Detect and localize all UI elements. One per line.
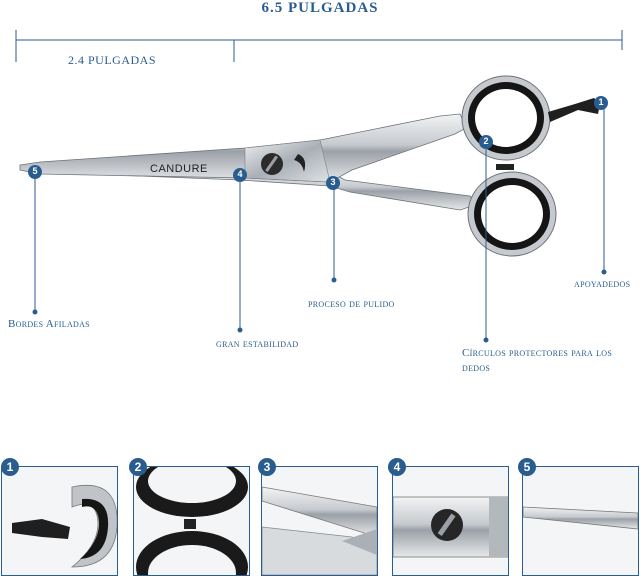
callout-leaders [34, 104, 605, 340]
thumbnail-finger-rings [133, 466, 250, 576]
thumbnail-3-badge: 3 [258, 458, 276, 476]
callout-1-label: apoyadedos [574, 278, 631, 290]
callout-4-badge [233, 168, 247, 182]
callout-5-number: 5 [32, 166, 38, 176]
thumbnail-finger-rest [1, 466, 118, 576]
callout-4-number: 4 [237, 169, 243, 179]
brand-logo [294, 154, 306, 172]
brand-engraving: CANDURE [150, 163, 208, 175]
callout-3-number: 3 [330, 177, 336, 187]
callout-4-label: gran estabilidad [216, 338, 299, 350]
callout-5-badge [28, 165, 42, 179]
callout-1-number: 1 [598, 97, 604, 107]
upper-blade: CANDURE [19, 113, 467, 183]
callout-1-badge [594, 96, 608, 110]
callout-3-label: proceso de pulido [308, 298, 395, 310]
thumbnail-1-number: 1 [6, 460, 14, 474]
partial-length-label: 2.4 PULGADAS [68, 53, 157, 67]
callout-5-label: Bordes Afiladas [8, 318, 90, 330]
callout-badges [28, 96, 608, 190]
thumbnail-3-number: 3 [263, 460, 271, 474]
callout-2-number: 2 [483, 136, 489, 146]
thumbnail-4-badge: 4 [388, 458, 406, 476]
lower-finger-ring [467, 171, 557, 257]
thumbnail-polished-blade [261, 466, 378, 576]
thumbnail-4-number: 4 [393, 460, 401, 474]
callout-2-label: Círculos protectores para los dedos [462, 347, 613, 374]
finger-rest [548, 98, 600, 122]
thumbnail-5-number: 5 [523, 460, 531, 474]
thumbnail-1-badge: 1 [1, 458, 19, 476]
thumbnail-sharp-edge [522, 466, 639, 576]
finger-rest-detail [12, 519, 70, 539]
thumbnail-2-badge: 2 [129, 458, 147, 476]
thumbnail-2-number: 2 [134, 460, 142, 474]
total-length-label: 6.5 PULGADAS [261, 0, 379, 16]
callout-3-badge [326, 176, 340, 190]
callout-2-badge [479, 135, 493, 149]
thumbnail-pivot-screw [392, 466, 509, 576]
dimension-lines [15, 30, 623, 62]
thumbnail-5-badge: 5 [518, 458, 536, 476]
